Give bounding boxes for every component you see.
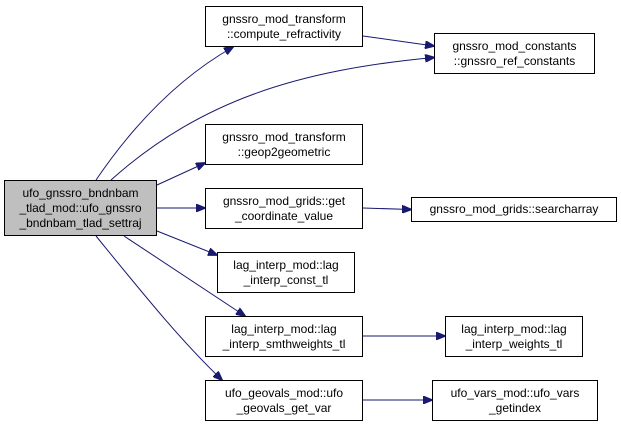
node-lag-interp-smthweights-tl[interactable]: lag_interp_mod::lag _interp_smthweights_… [205,316,363,357]
node-label-line: _coordinate_value [234,208,334,223]
node-searcharray[interactable]: gnssro_mod_grids::searcharray [411,197,617,222]
node-label-line: ufo_geovals_mod::ufo [224,385,344,400]
node-label-line: _tlad_mod::ufo_gnssro [19,200,142,215]
edge-root-to-n6 [156,230,217,255]
node-label-line: ufo_gnssro_bndnbam [22,185,139,200]
node-gnssro-ref-constants[interactable]: gnssro_mod_constants ::gnssro_ref_consta… [434,33,595,74]
edge-root-to-n1 [95,47,233,181]
node-label-line: _interp_weights_tl [465,336,563,351]
node-label-line: gnssro_mod_transform [222,11,346,26]
node-geop2geometric[interactable]: gnssro_mod_transform ::geop2geometric [205,124,363,165]
node-label-line: gnssro_mod_grids::get [222,193,346,208]
node-label-line: lag_interp_mod::lag [233,257,339,272]
node-label-line: ufo_vars_mod::ufo_vars [450,385,580,400]
node-label-line: lag_interp_mod::lag [231,321,337,336]
edge-root-to-n3 [156,163,205,186]
edge-root-to-n9 [95,235,222,380]
node-label-line: gnssro_mod_constants [452,38,577,53]
node-lag-interp-weights-tl[interactable]: lag_interp_mod::lag _interp_weights_tl [445,316,583,357]
node-ufo-gnssro-bndnbam-tlad-settraj: ufo_gnssro_bndnbam _tlad_mod::ufo_gnssro… [4,180,157,236]
node-label-line: _geovals_get_var [236,400,332,415]
node-label-line: _getindex [488,400,542,415]
node-label-line: gnssro_mod_grids::searcharray [429,202,599,216]
node-ufo-vars-getindex[interactable]: ufo_vars_mod::ufo_vars _getindex [432,380,598,421]
node-compute-refractivity[interactable]: gnssro_mod_transform ::compute_refractiv… [205,6,363,47]
node-label-line: gnssro_mod_transform [222,129,346,144]
node-ufo-geovals-get-var[interactable]: ufo_geovals_mod::ufo _geovals_get_var [205,380,363,421]
node-label-line: ::geop2geometric [237,144,331,159]
edge-root-to-n7 [123,235,245,316]
node-label-line: _bndnbam_tlad_settraj [19,215,142,230]
node-lag-interp-const-tl[interactable]: lag_interp_mod::lag _interp_const_tl [217,252,355,293]
node-get-coordinate-value[interactable]: gnssro_mod_grids::get _coordinate_value [205,188,363,229]
node-label-line: _interp_smthweights_tl [222,336,346,351]
edge-n4-to-n5 [362,208,411,210]
node-label-line: ::compute_refractivity [226,26,342,41]
node-label-line: ::gnssro_ref_constants [453,53,576,68]
edge-root-to-n2 [110,58,434,181]
node-label-line: _interp_const_tl [243,272,329,287]
edge-n1-to-n2 [362,35,434,46]
node-label-line: lag_interp_mod::lag [461,321,567,336]
